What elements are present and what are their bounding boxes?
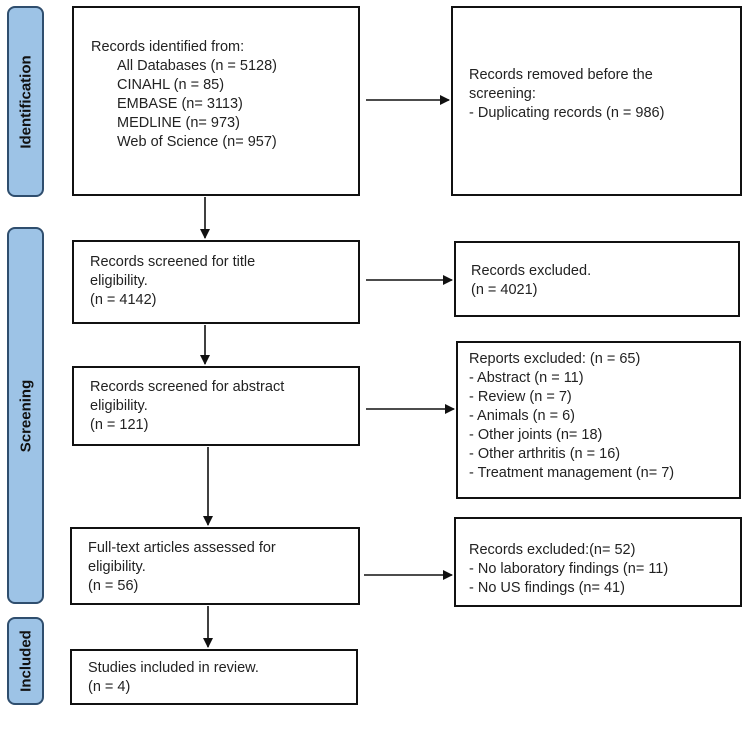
studies-included-line-1: Studies included in review. — [88, 660, 259, 676]
database-count-all: All Databases (n = 5128) — [117, 58, 277, 74]
fulltext-excluded-box: Records excluded:(n= 52) - No laboratory… — [454, 517, 742, 607]
phase-screening: Screening — [7, 227, 44, 604]
title-excluded-box: Records excluded. (n = 4021) — [454, 241, 740, 317]
title-screening-line-3: (n = 4142) — [90, 292, 157, 308]
title-excluded-line-1: Records excluded. — [471, 263, 592, 279]
database-count-wos: Web of Science (n= 957) — [117, 134, 277, 150]
abstract-screening-line-2: eligibility. — [90, 398, 148, 414]
title-screening-line-1: Records screened for title — [90, 254, 256, 270]
studies-included-line-2: (n = 4) — [88, 679, 131, 695]
fulltext-excluded-line-3: - No US findings (n= 41) — [469, 580, 625, 596]
phase-identification: Identification — [7, 6, 44, 197]
reports-excluded-box: Reports excluded: (n = 65) - Abstract (n… — [456, 341, 741, 499]
records-removed-line-3: - Duplicating records (n = 986) — [469, 105, 665, 121]
records-removed-line-2: screening: — [469, 86, 536, 102]
records-identified-heading: Records identified from: — [91, 39, 245, 55]
fulltext-assessed-line-1: Full-text articles assessed for — [88, 540, 276, 556]
fulltext-excluded-line-1: Records excluded:(n= 52) — [469, 542, 636, 558]
abstract-screening-line-1: Records screened for abstract — [90, 379, 285, 395]
phase-included: Included — [7, 617, 44, 705]
database-count-medline: MEDLINE (n= 973) — [117, 115, 240, 131]
reports-excluded-line-4: - Animals (n = 6) — [469, 408, 575, 424]
records-removed-box: Records removed before the screening: - … — [451, 6, 742, 196]
reports-excluded-line-7: - Treatment management (n= 7) — [469, 465, 675, 481]
reports-excluded-line-2: - Abstract (n = 11) — [469, 370, 584, 386]
fulltext-assessed-line-2: eligibility. — [88, 559, 146, 575]
database-count-embase: EMBASE (n= 3113) — [117, 96, 243, 112]
fulltext-assessed-box: Full-text articles assessed for eligibil… — [70, 527, 360, 605]
reports-excluded-line-6: - Other arthritis (n = 16) — [469, 446, 621, 462]
database-count-cinahl: CINAHL (n = 85) — [117, 77, 225, 93]
fulltext-assessed-line-3: (n = 56) — [88, 578, 139, 594]
records-removed-line-1: Records removed before the — [469, 67, 653, 83]
reports-excluded-line-1: Reports excluded: (n = 65) — [469, 351, 641, 367]
reports-excluded-line-3: - Review (n = 7) — [469, 389, 572, 405]
fulltext-excluded-line-2: - No laboratory findings (n= 11) — [469, 561, 669, 577]
abstract-screening-box: Records screened for abstract eligibilit… — [72, 366, 360, 446]
reports-excluded-line-5: - Other joints (n= 18) — [469, 427, 603, 443]
title-screening-line-2: eligibility. — [90, 273, 148, 289]
abstract-screening-line-3: (n = 121) — [90, 417, 149, 433]
title-excluded-line-2: (n = 4021) — [471, 282, 538, 298]
studies-included-box: Studies included in review. (n = 4) — [70, 649, 358, 705]
records-identified-box: Records identified from: All Databases (… — [72, 6, 360, 196]
title-screening-box: Records screened for title eligibility. … — [72, 240, 360, 324]
